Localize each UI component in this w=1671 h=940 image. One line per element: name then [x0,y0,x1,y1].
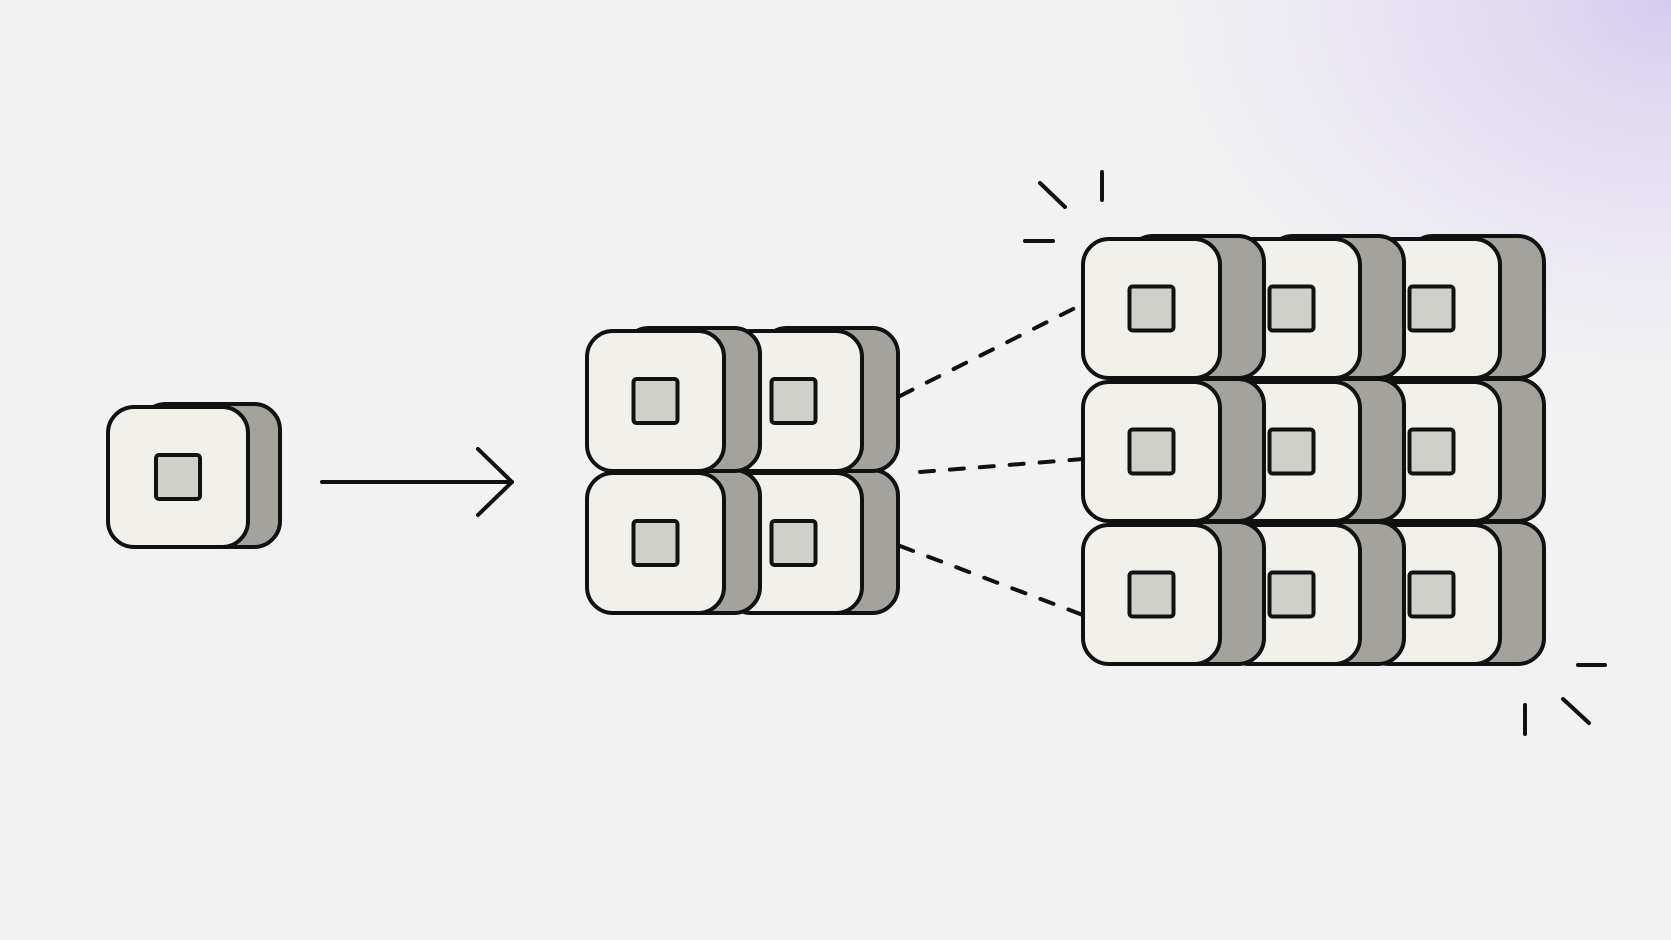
cube-block-icon [585,468,762,615]
cube-block-icon [106,402,282,549]
inner-square [1127,427,1176,476]
blocks [106,234,1546,666]
cube-block-icon [585,326,762,473]
arrow-right-icon [320,447,514,517]
dashed-connector-3 [898,544,1085,617]
inner-square [769,519,818,567]
inner-square [154,453,202,501]
inner-square [1127,284,1176,333]
burst-mark-top-left [1023,170,1104,243]
dashed-connector-1 [898,302,1085,398]
burst-line [1561,697,1591,725]
dashed-connector-2 [918,457,1085,474]
inner-square [631,377,680,425]
stage-grid-2x2 [585,326,900,615]
inner-square [1267,284,1316,333]
cube-block-icon [1081,234,1266,380]
connectors [320,302,1085,617]
burst-line [1038,181,1067,209]
inner-square [769,377,818,425]
burst-mark-bottom-right [1523,663,1607,736]
inner-square [1267,427,1316,476]
inner-square [631,519,680,567]
inner-square [1267,570,1316,619]
stage-single [106,402,282,549]
inner-square [1407,570,1456,619]
inner-square [1127,570,1176,619]
inner-square [1407,284,1456,333]
stage-grid-3x3 [1081,234,1546,666]
arrow-head [476,447,514,517]
cube-block-icon [1081,377,1266,523]
inner-square [1407,427,1456,476]
burst-marks [1023,170,1607,736]
cube-block-icon [1081,520,1266,666]
